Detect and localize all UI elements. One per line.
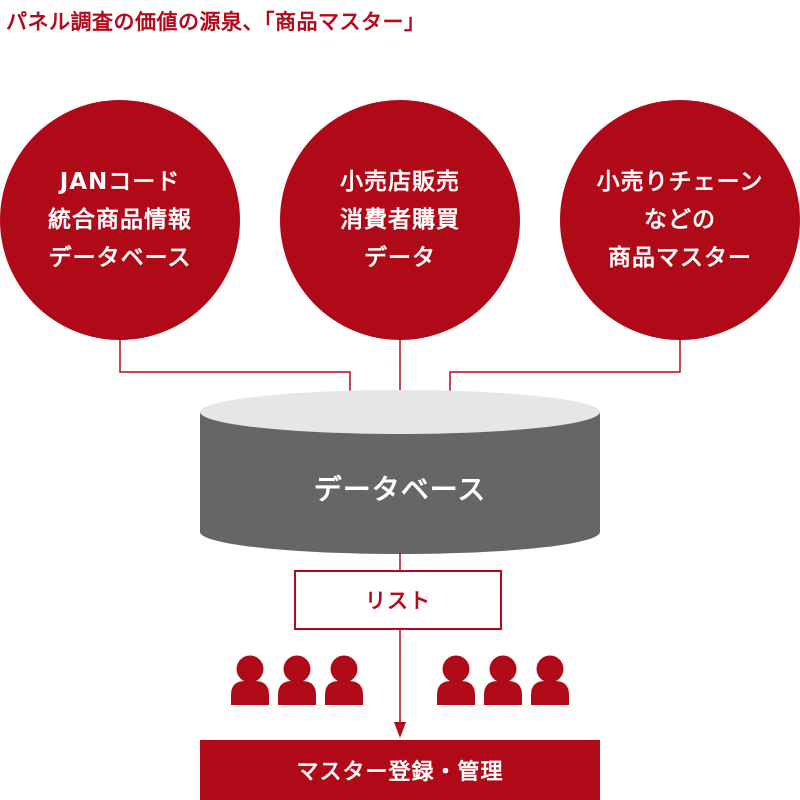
source-circle-jan-database: JANコード 統合商品情報 データベース: [0, 100, 240, 340]
source-circle-chain-product-master: 小売りチェーン などの 商品マスター: [560, 100, 800, 340]
source-1-line-2: 統合商品情報: [48, 207, 192, 233]
connector-source-3: [449, 338, 681, 402]
source-3-line-2: などの: [644, 207, 716, 233]
connector-source-1: [119, 338, 351, 402]
list-label: リスト: [365, 589, 431, 613]
person-icon: [531, 655, 569, 705]
source-1-line-3: データベース: [48, 245, 192, 271]
source-3-line-1: 小売りチェーン: [596, 169, 764, 195]
database-cylinder: [200, 390, 600, 554]
list-box: リスト: [294, 570, 502, 630]
arrow-db-to-master: [394, 722, 406, 738]
person-icon: [325, 655, 363, 705]
source-2-line-2: 消費者購買: [340, 207, 460, 233]
master-management-bar: マスター登録・管理: [200, 740, 600, 800]
source-3-line-3: 商品マスター: [608, 245, 752, 271]
source-2-line-3: データ: [364, 245, 436, 271]
person-icon: [437, 655, 475, 705]
source-2-line-1: 小売店販売: [340, 169, 460, 195]
person-icon: [484, 655, 522, 705]
person-icon: [231, 655, 269, 705]
source-circle-retail-consumer-data: 小売店販売 消費者購買 データ: [280, 100, 520, 340]
page-title: パネル調査の価値の源泉、「商品マスター」: [6, 10, 426, 34]
database-label: データベース: [313, 473, 487, 506]
source-1-line-1: JANコード: [59, 169, 181, 195]
person-icon: [278, 655, 316, 705]
master-management-label: マスター登録・管理: [296, 760, 504, 785]
